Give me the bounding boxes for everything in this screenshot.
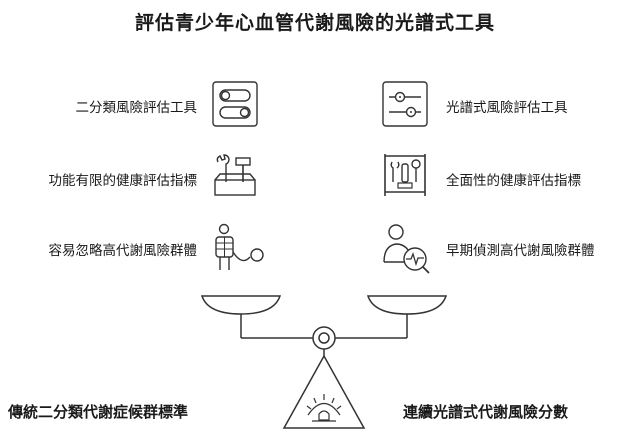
right-label-spectrum-tool: 光譜式風險評估工具 (446, 100, 568, 116)
slider-controls-icon (382, 81, 428, 127)
right-scale-pan (366, 295, 448, 315)
person-monitor-icon (382, 222, 430, 274)
page-title: 評估青少年心血管代謝風險的光譜式工具 (134, 12, 495, 34)
overlooked-person-icon (208, 222, 270, 274)
left-label-overlooked-group: 容易忽略高代謝風險群體 (48, 243, 198, 259)
left-label-limited-indicators: 功能有限的健康評估指標 (48, 173, 198, 189)
toggle-switch-icon (212, 81, 258, 127)
left-label-binary-tool: 二分類風險評估工具 (75, 100, 198, 116)
scale-stand (282, 354, 366, 429)
scale-pivot (312, 326, 336, 350)
left-scale-pan (200, 295, 282, 315)
right-label-comprehensive-indicators: 全面性的健康評估指標 (446, 173, 581, 189)
right-footer-label: 連續光譜式代謝風險分數 (403, 403, 569, 421)
tool-organizer-icon (382, 152, 428, 198)
right-label-early-detection: 早期偵測高代謝風險群體 (446, 243, 595, 259)
left-footer-label: 傳統二分類代謝症候群標準 (8, 403, 189, 421)
balance-scale-diagram (190, 290, 450, 435)
toolbox-icon (212, 152, 258, 198)
